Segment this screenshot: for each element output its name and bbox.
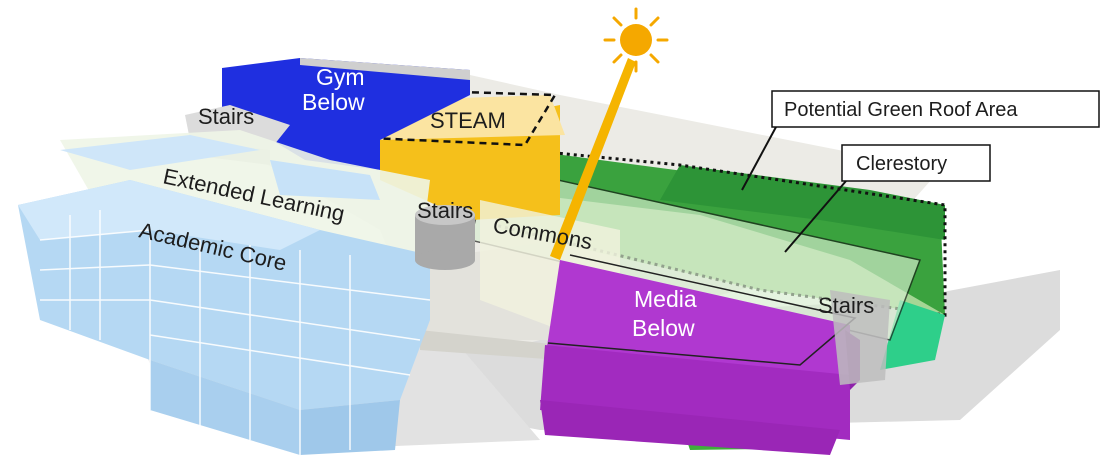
sun-ray xyxy=(550,58,636,260)
callout-green-roof-text: Potential Green Roof Area xyxy=(784,99,1018,121)
label-stairs-mid: Stairs xyxy=(417,198,473,223)
label-steam: STEAM xyxy=(430,108,506,133)
media-outline xyxy=(547,254,857,366)
label-gym-line2: Below xyxy=(302,89,365,115)
gym-top-edge xyxy=(300,58,470,80)
media-volume xyxy=(540,260,860,455)
podium-side xyxy=(420,330,560,360)
callout-clerestory-box xyxy=(841,144,991,182)
label-media-line2: Below xyxy=(632,315,695,341)
gym-volume xyxy=(222,58,470,170)
label-stairs-top: Stairs xyxy=(198,104,254,129)
callout-clerestory-leader xyxy=(784,180,847,253)
callout-green-roof: Potential Green Roof Area xyxy=(741,90,1100,191)
callout-clerestory-text: Clerestory xyxy=(856,153,947,175)
callout-clerestory: Clerestory xyxy=(784,144,991,253)
stairs-right-block xyxy=(830,290,890,385)
stairs-cylinder xyxy=(415,205,475,270)
academic-core-grid xyxy=(39,210,431,455)
callout-green-roof-leader xyxy=(741,126,777,191)
callout-green-roof-box xyxy=(771,90,1100,128)
green-roof-strip xyxy=(660,165,945,240)
label-media-line1: Media xyxy=(634,286,697,312)
label-gym-line1: Gym xyxy=(316,64,365,90)
label-stairs-right: Stairs xyxy=(818,293,874,318)
sun-icon xyxy=(603,7,669,73)
